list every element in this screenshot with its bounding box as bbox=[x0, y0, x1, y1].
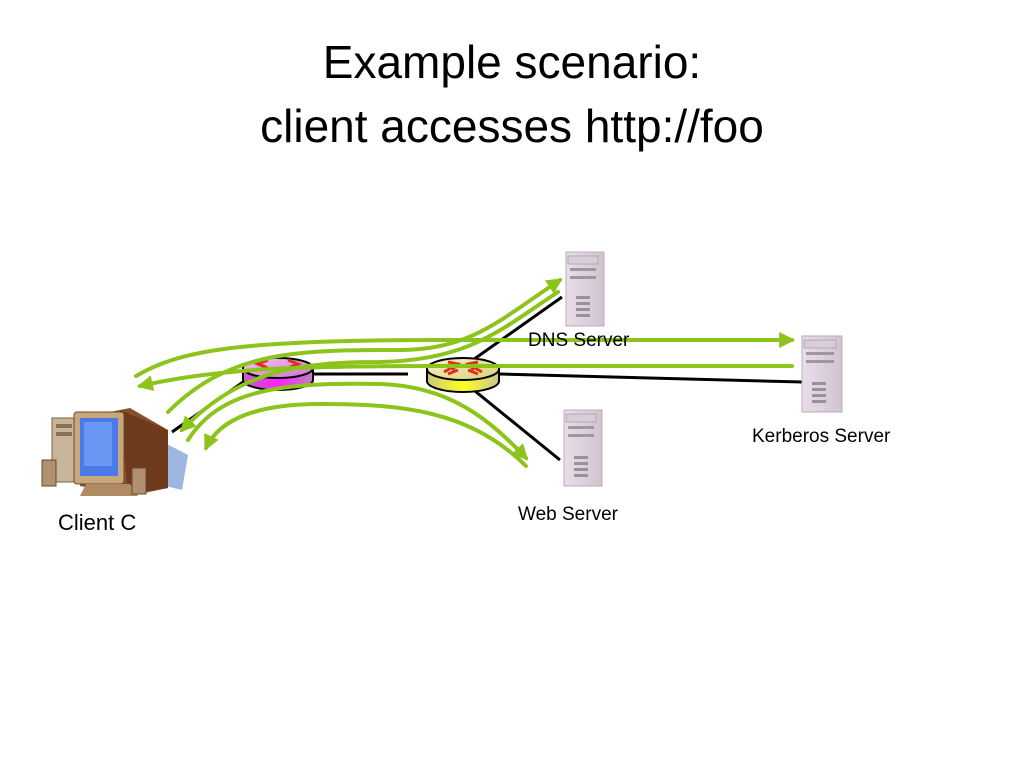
kerberos-server-label: Kerberos Server bbox=[752, 426, 891, 447]
client-label: Client C bbox=[58, 510, 137, 535]
flow-client-to-web bbox=[186, 381, 529, 461]
title-line-2: client accesses http://foo bbox=[260, 100, 764, 152]
flow-client-to-kerberos bbox=[134, 332, 796, 378]
client-computer-icon[interactable] bbox=[41, 408, 188, 496]
dns-server-icon[interactable] bbox=[565, 251, 605, 327]
kerberos-server-icon[interactable] bbox=[801, 335, 843, 413]
link-router-kerberos bbox=[499, 372, 803, 384]
web-server-icon[interactable] bbox=[563, 409, 603, 487]
message-flows bbox=[134, 278, 796, 468]
flow-web-to-client bbox=[204, 401, 528, 468]
dns-server-label: DNS Server bbox=[528, 330, 630, 351]
title-line-1: Example scenario: bbox=[322, 36, 702, 88]
link-router-dns bbox=[469, 295, 563, 364]
flow-dns-to-client bbox=[179, 290, 560, 433]
web-server-label: Web Server bbox=[518, 504, 618, 525]
flow-kerberos-to-client bbox=[136, 364, 794, 391]
slide-title: Example scenario: client accesses http:/… bbox=[0, 30, 1024, 158]
router-right-icon[interactable] bbox=[426, 357, 500, 393]
link-router-web bbox=[469, 385, 561, 462]
